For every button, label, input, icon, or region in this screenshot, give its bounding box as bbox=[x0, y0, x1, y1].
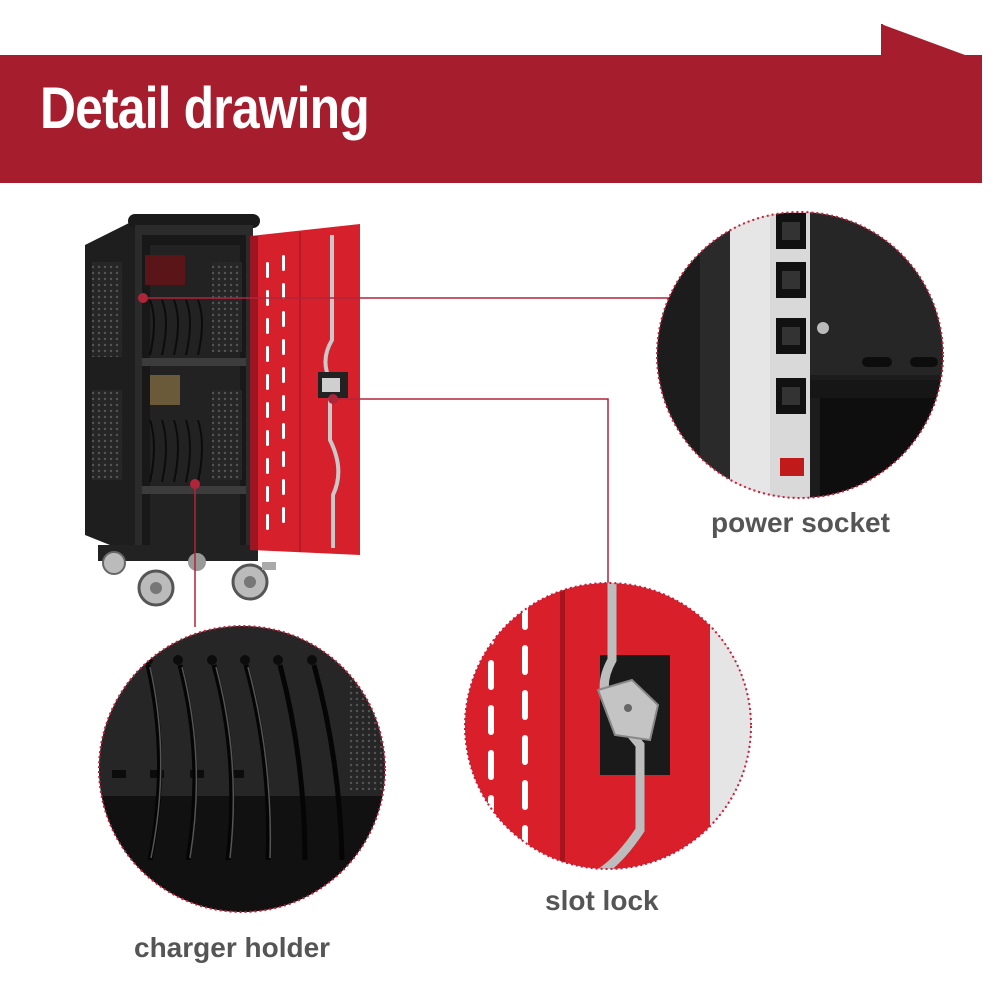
charger-holder-label: charger holder bbox=[134, 932, 331, 963]
title-banner bbox=[0, 55, 982, 183]
slot-lock-ring bbox=[464, 582, 752, 870]
leader-dots bbox=[138, 293, 338, 489]
side-vent-upper bbox=[92, 262, 122, 357]
charger-holder-detail bbox=[99, 626, 385, 912]
leader-lines bbox=[143, 297, 670, 627]
door-vent-slots bbox=[266, 255, 285, 530]
charger-holder-ring bbox=[98, 625, 386, 913]
leader-line-lock bbox=[333, 398, 609, 585]
slot-lock-detail bbox=[465, 583, 751, 869]
cabinet-shelf-lower bbox=[142, 486, 246, 494]
cabinet-base bbox=[98, 545, 258, 561]
power-switch bbox=[780, 458, 804, 476]
cabinet-shelf-middle bbox=[142, 358, 246, 366]
power-socket-detail bbox=[657, 212, 943, 498]
charging-cabinet bbox=[85, 214, 360, 607]
banner-corner-fold bbox=[881, 24, 965, 55]
caster-wheels bbox=[102, 551, 276, 607]
power-socket-ring bbox=[656, 211, 944, 499]
lock-rod bbox=[323, 235, 341, 548]
power-outlets bbox=[776, 213, 806, 414]
charger-dividers bbox=[145, 664, 345, 861]
page-title: Detail drawing bbox=[40, 76, 370, 141]
cabinet-top-handle bbox=[128, 214, 260, 228]
slot-lock-label: slot lock bbox=[545, 885, 659, 916]
power-socket-label: power socket bbox=[711, 507, 890, 538]
side-vent-lower bbox=[92, 390, 122, 480]
